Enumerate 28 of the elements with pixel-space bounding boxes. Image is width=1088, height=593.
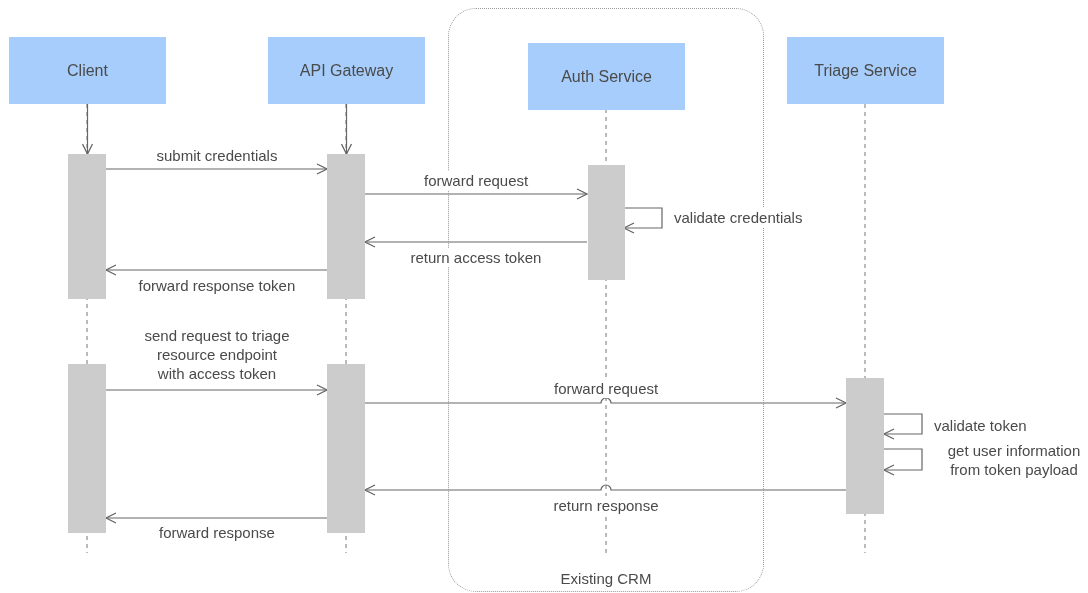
- participant-box: API Gateway: [268, 37, 425, 104]
- self-arrow: [883, 413, 923, 440]
- arrow: [364, 484, 847, 496]
- arrow: [364, 236, 588, 248]
- activation-bar: [68, 154, 106, 299]
- arrow: [105, 163, 328, 175]
- arrow: [340, 103, 353, 155]
- edge-label: forward request: [552, 379, 661, 398]
- activation-bar: [68, 364, 106, 533]
- activation-bar: [327, 154, 365, 299]
- arrow: [105, 264, 328, 276]
- edge-label: return response: [551, 496, 661, 515]
- group-label: Existing CRM: [559, 570, 653, 587]
- arrow: [364, 397, 847, 409]
- participant-box: Auth Service: [528, 43, 685, 110]
- participant-box: Client: [9, 37, 166, 104]
- activation-bar: [327, 364, 365, 533]
- self-arrow: [883, 448, 923, 476]
- edge-label: forward request: [422, 171, 531, 190]
- activation-bar: [588, 165, 625, 280]
- arrow: [105, 512, 328, 524]
- arrow: [81, 103, 94, 155]
- edge-label: validate credentials: [672, 208, 805, 227]
- arrow: [364, 188, 588, 200]
- activation-bar: [846, 378, 884, 514]
- arrow: [105, 384, 328, 396]
- participant-box: Triage Service: [787, 37, 944, 104]
- edge-label: return access token: [408, 248, 544, 267]
